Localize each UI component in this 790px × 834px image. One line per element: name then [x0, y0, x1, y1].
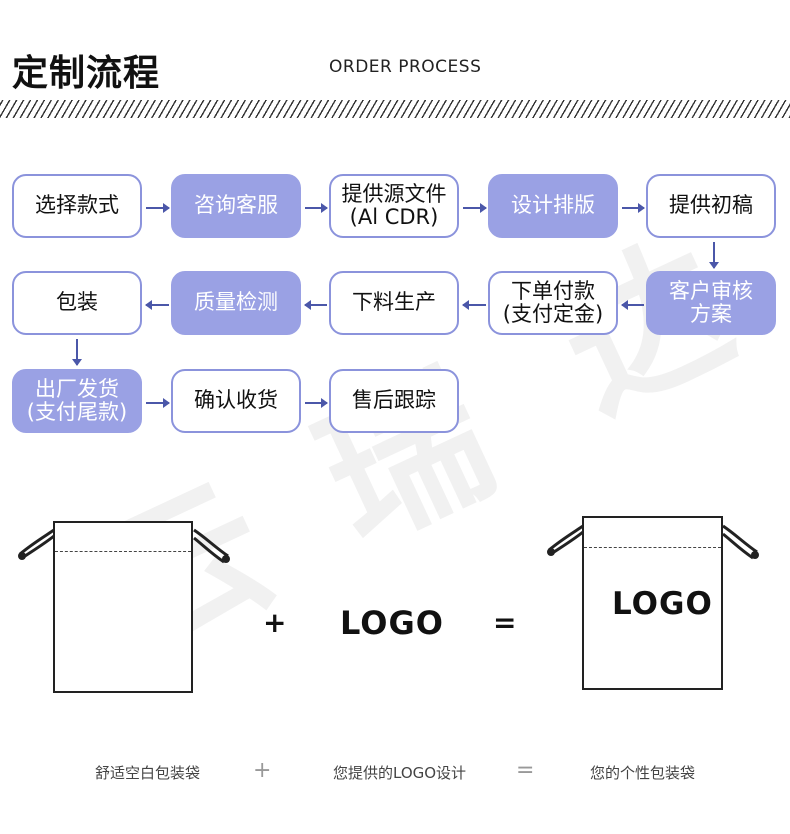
- arrow-left-icon: [621, 300, 644, 310]
- arrow-right-icon: [463, 203, 487, 213]
- step-provide-source: 提供源文件 (Al CDR): [329, 174, 459, 238]
- step-customer-review: 客户审核 方案: [646, 271, 776, 335]
- bag-logo-text: LOGO: [612, 586, 713, 622]
- step-shipping: 出厂发货 (支付尾款): [12, 369, 142, 433]
- step-consult-service: 咨询客服: [171, 174, 301, 238]
- step-select-style: 选择款式: [12, 174, 142, 238]
- caption-plus: +: [253, 758, 272, 783]
- arrow-right-icon: [305, 398, 328, 408]
- hatch-divider: [0, 100, 790, 118]
- page-title: 定制流程: [12, 53, 161, 94]
- arrow-right-icon: [146, 398, 170, 408]
- custom-bag-illustration: [582, 516, 723, 690]
- step-design-layout: 设计排版: [488, 174, 618, 238]
- plus-sign: +: [263, 606, 287, 639]
- step-production: 下料生产: [329, 271, 459, 335]
- equals-sign: =: [493, 606, 517, 639]
- arrow-down-icon: [709, 242, 719, 269]
- page-subtitle: ORDER PROCESS: [329, 57, 482, 77]
- step-order-payment: 下单付款 (支付定金): [488, 271, 618, 335]
- arrow-right-icon: [146, 203, 170, 213]
- step-first-draft: 提供初稿: [646, 174, 776, 238]
- drawstring-icon: [547, 524, 759, 560]
- step-confirm-receipt: 确认收货: [171, 369, 301, 433]
- caption-logo-design: 您提供的LOGO设计: [333, 764, 467, 782]
- caption-custom-bag: 您的个性包装袋: [590, 764, 696, 782]
- step-after-sales: 售后跟踪: [329, 369, 459, 433]
- arrow-right-icon: [622, 203, 645, 213]
- arrow-left-icon: [462, 300, 486, 310]
- arrow-down-icon: [72, 339, 82, 366]
- arrow-left-icon: [145, 300, 169, 310]
- logo-text: LOGO: [340, 604, 444, 642]
- caption-equals: =: [516, 758, 535, 783]
- watermark-char: 瑞: [293, 339, 518, 577]
- arrow-left-icon: [304, 300, 327, 310]
- arrow-right-icon: [305, 203, 328, 213]
- blank-bag-illustration: [53, 521, 193, 693]
- step-quality-check: 质量检测: [171, 271, 301, 335]
- drawstring-icon: [18, 528, 230, 564]
- caption-blank-bag: 舒适空白包装袋: [95, 764, 201, 782]
- step-packaging: 包装: [12, 271, 142, 335]
